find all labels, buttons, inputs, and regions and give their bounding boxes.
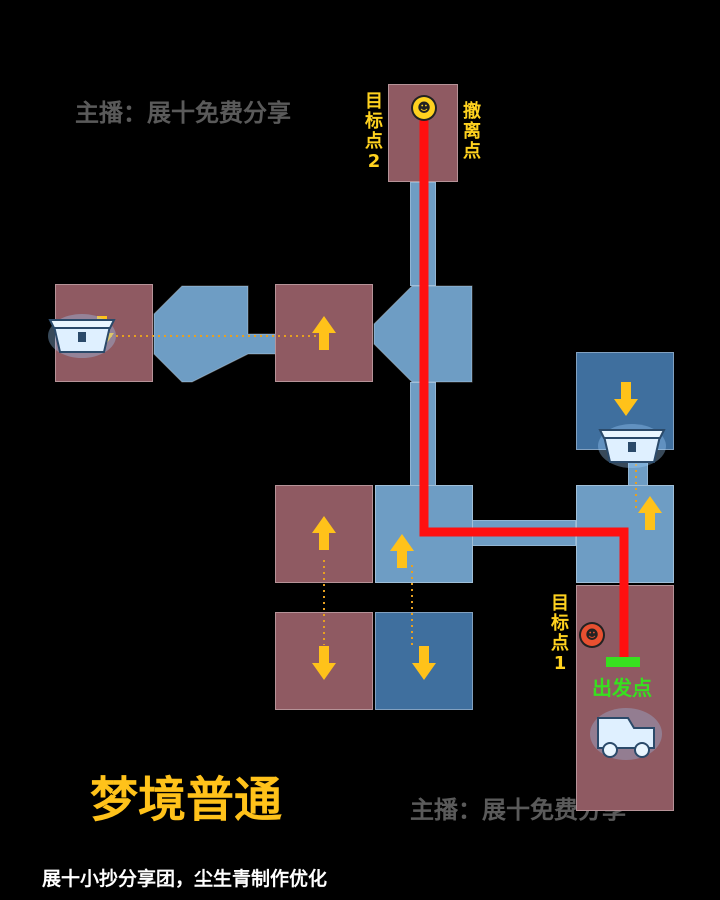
label-target-2: 目 标 点 2 bbox=[364, 92, 384, 172]
label-char: 1 bbox=[553, 653, 567, 674]
label-char: 撤 bbox=[463, 101, 481, 122]
label-char: 2 bbox=[367, 151, 381, 172]
credit-text: 展十小抄分享团，尘生青制作优化 bbox=[42, 868, 328, 890]
label-char: 标 bbox=[551, 613, 569, 634]
label-char: 标 bbox=[365, 111, 383, 132]
label-extract: 撤 离 点 bbox=[462, 102, 482, 162]
label-char: 点 bbox=[365, 131, 383, 152]
corridor-shape-left bbox=[153, 285, 276, 383]
target-marker-icon: ☻ bbox=[413, 97, 435, 119]
main-route bbox=[419, 108, 629, 660]
label-target-1: 目 标 点 1 bbox=[550, 594, 570, 674]
label-char: 目 bbox=[551, 593, 569, 614]
label-char: 离 bbox=[463, 121, 481, 142]
target-marker-icon: ☻ bbox=[581, 624, 603, 646]
watermark-top: 主播：展十免费分享 bbox=[75, 99, 291, 127]
start-bar bbox=[606, 657, 640, 667]
label-char: 点 bbox=[551, 633, 569, 654]
label-start: 出发点 bbox=[592, 676, 652, 700]
treasure-chest-icon bbox=[598, 424, 666, 468]
label-char: 点 bbox=[463, 141, 481, 162]
map-title: 梦境普通 bbox=[90, 772, 283, 828]
treasure-chest-icon bbox=[48, 314, 116, 358]
arrow-icon bbox=[90, 316, 662, 680]
label-char: 目 bbox=[365, 91, 383, 112]
vehicle-icon bbox=[590, 708, 662, 760]
